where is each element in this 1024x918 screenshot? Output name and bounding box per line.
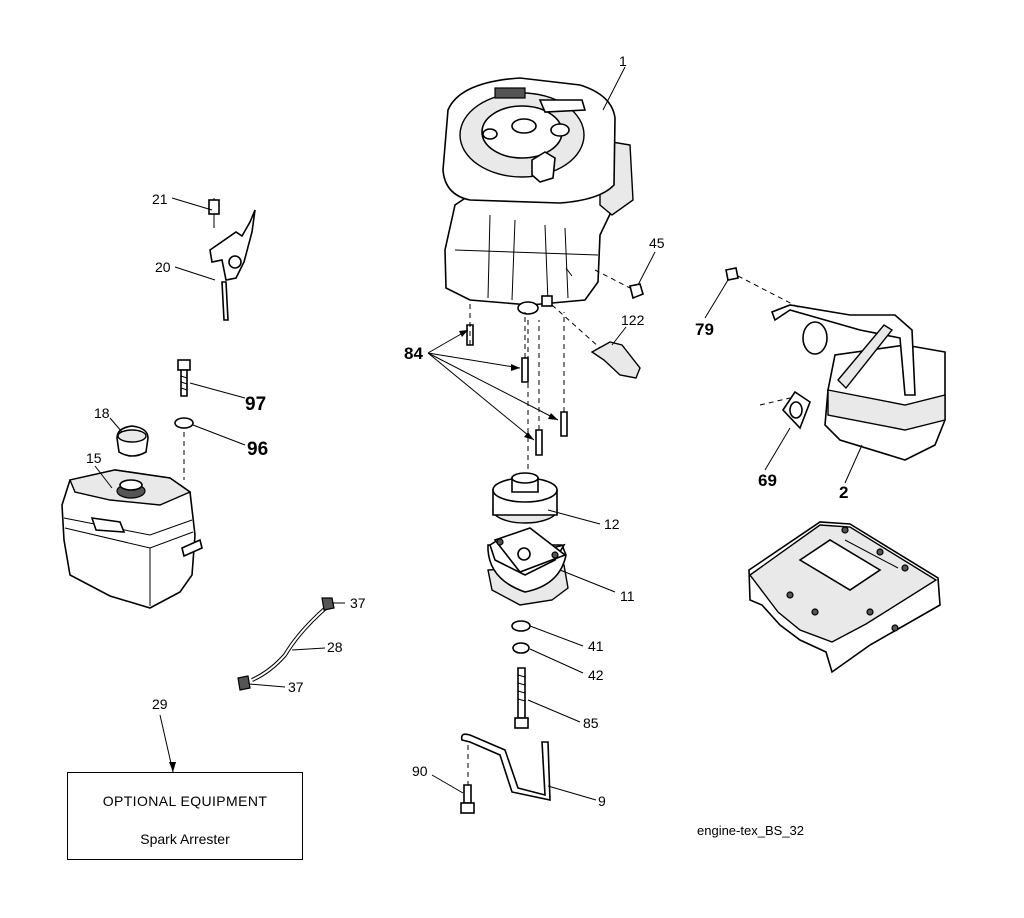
shield-122-part: [590, 341, 641, 379]
fuel-line-part: [251, 604, 330, 682]
callout-1: 1: [619, 53, 627, 69]
callout-84: 84: [404, 344, 423, 363]
callout-37: 37: [288, 679, 304, 695]
leader-line: [637, 251, 656, 286]
leader-line: [431, 774, 464, 794]
callout-11: 11: [620, 588, 635, 604]
pulley-12-part: [492, 472, 558, 524]
arrowhead: [169, 762, 176, 772]
callout-12: 12: [604, 516, 620, 532]
clamp-37-part: [237, 675, 251, 691]
leader-line: [94, 465, 113, 489]
leader-line: [427, 352, 559, 421]
callout-29: 29: [152, 696, 168, 712]
fuel-cap-part: [116, 425, 149, 457]
leader-dash: [737, 275, 801, 309]
optional-equipment-box: OPTIONAL EQUIPMENT Spark Arrester: [67, 772, 303, 860]
leader-line: [529, 625, 584, 647]
optional-equipment-title: OPTIONAL EQUIPMENT: [102, 793, 268, 809]
callout-42: 42: [588, 667, 604, 683]
leader-line: [427, 352, 521, 369]
diagram-caption: engine-tex_BS_32: [697, 823, 804, 838]
leader-dash: [551, 304, 601, 349]
spark-arrester-label: Spark Arrester: [140, 831, 230, 847]
bracket-9-part: [460, 733, 551, 801]
leader-line: [844, 444, 863, 484]
leader-line: [527, 699, 581, 723]
engine-plate-part: [748, 521, 941, 674]
nut-45-part: [629, 283, 644, 300]
callout-96: 96: [247, 439, 268, 460]
callout-18: 18: [94, 405, 110, 421]
clamp-37-part: [321, 597, 335, 611]
leader-line: [559, 569, 616, 593]
gasket-69-part: [781, 390, 811, 430]
leader-line: [427, 352, 535, 441]
callout-15: 15: [86, 450, 102, 466]
leader-line: [291, 647, 326, 651]
leader-line: [602, 66, 626, 111]
leader-dash: [759, 397, 791, 406]
callout-79: 79: [695, 320, 714, 339]
leader-line: [547, 509, 601, 525]
washer-41-part: [511, 620, 531, 632]
callout-28: 28: [327, 639, 343, 655]
arrowhead: [459, 330, 468, 337]
leader-line: [171, 197, 213, 211]
bolt-79-part: [725, 267, 739, 281]
callout-122: 122: [621, 312, 645, 328]
bolt-85-part: [514, 667, 529, 729]
clutch-11-part: [487, 527, 569, 606]
washer-96-part: [174, 417, 194, 429]
callout-20: 20: [155, 259, 171, 275]
leader-line: [529, 648, 584, 674]
callout-69: 69: [758, 471, 777, 490]
washer-42-part: [512, 642, 530, 654]
bolt-97-part: [177, 359, 191, 397]
callout-41: 41: [588, 638, 604, 654]
leader-line: [174, 266, 216, 281]
callout-90: 90: [412, 763, 428, 779]
engine-part: [442, 77, 634, 315]
arrowhead: [524, 432, 534, 440]
leader-line: [704, 279, 729, 319]
leader-line: [189, 382, 246, 399]
callout-2: 2: [839, 483, 848, 502]
leader-line: [192, 424, 246, 446]
arrowhead: [511, 364, 520, 371]
arrowhead: [548, 413, 558, 420]
throttle-bracket-part: [208, 198, 256, 321]
callout-97: 97: [245, 394, 266, 415]
callout-37: 37: [350, 595, 366, 611]
callout-45: 45: [649, 235, 665, 251]
leader-line: [611, 326, 627, 346]
leader-dash: [594, 269, 631, 289]
bolt-84-part: [466, 324, 568, 456]
leader-line: [547, 785, 597, 801]
leader-line: [248, 683, 286, 688]
callout-85: 85: [583, 715, 599, 731]
bolt-90-part: [460, 784, 475, 814]
callout-9: 9: [598, 793, 606, 809]
muffler-part: [770, 304, 946, 461]
fuel-tank-part: [61, 469, 203, 609]
leader-line: [764, 427, 791, 471]
leader-line: [109, 417, 123, 433]
callout-21: 21: [152, 191, 168, 207]
